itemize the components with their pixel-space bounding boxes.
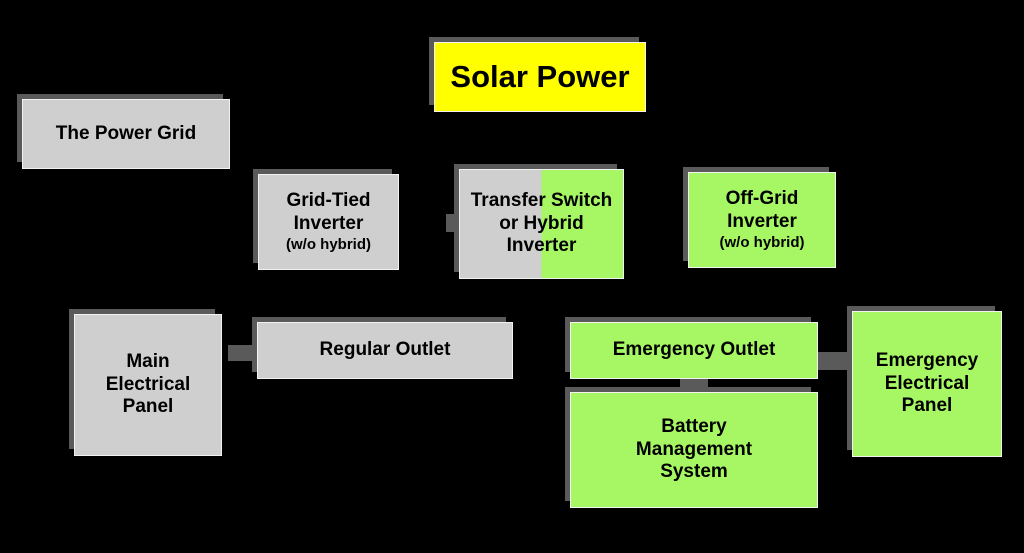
- node-battery-management-system[interactable]: Battery Management System: [570, 392, 818, 508]
- node-label-main-electrical-panel: Main Electrical Panel: [105, 351, 191, 418]
- node-main-electrical-panel[interactable]: Main Electrical Panel: [74, 314, 222, 456]
- node-emergency-electrical-panel[interactable]: Emergency Electrical Panel: [852, 311, 1002, 457]
- node-sublabel-grid-tied-inverter: (w/o hybrid): [286, 236, 371, 254]
- conn-bms-to-emergency-panel: [812, 352, 858, 370]
- conn-emergency-outlet-to-bms: [680, 376, 708, 394]
- node-label-transfer-switch-or-hybrid-inverter: Transfer Switch or Hybrid Inverter: [470, 190, 613, 257]
- node-transfer-switch-or-hybrid-inverter[interactable]: Transfer Switch or Hybrid Inverter: [459, 169, 624, 279]
- node-label-emergency-outlet: Emergency Outlet: [612, 339, 776, 361]
- node-sublabel-off-grid-inverter: (w/o hybrid): [719, 234, 805, 252]
- conn-transfer-left: [446, 214, 462, 232]
- node-label-grid-tied-inverter: Grid-Tied Inverter: [286, 190, 371, 234]
- node-off-grid-inverter[interactable]: Off-Grid Inverter (w/o hybrid): [688, 172, 836, 268]
- node-label-emergency-electrical-panel: Emergency Electrical Panel: [875, 350, 979, 417]
- node-label-battery-management-system: Battery Management System: [635, 416, 753, 483]
- node-emergency-outlet[interactable]: Emergency Outlet: [570, 322, 818, 379]
- node-label-solar-power: Solar Power: [450, 58, 630, 94]
- node-grid-tied-inverter[interactable]: Grid-Tied Inverter (w/o hybrid): [258, 174, 399, 270]
- node-the-power-grid[interactable]: The Power Grid: [22, 99, 230, 169]
- node-label-off-grid-inverter: Off-Grid Inverter: [725, 188, 799, 232]
- node-label-the-power-grid: The Power Grid: [55, 122, 197, 144]
- conn-grid-to-main-panel: [228, 345, 260, 361]
- node-label-regular-outlet: Regular Outlet: [319, 339, 451, 361]
- node-solar-power[interactable]: Solar Power: [434, 42, 646, 112]
- node-regular-outlet[interactable]: Regular Outlet: [257, 322, 513, 379]
